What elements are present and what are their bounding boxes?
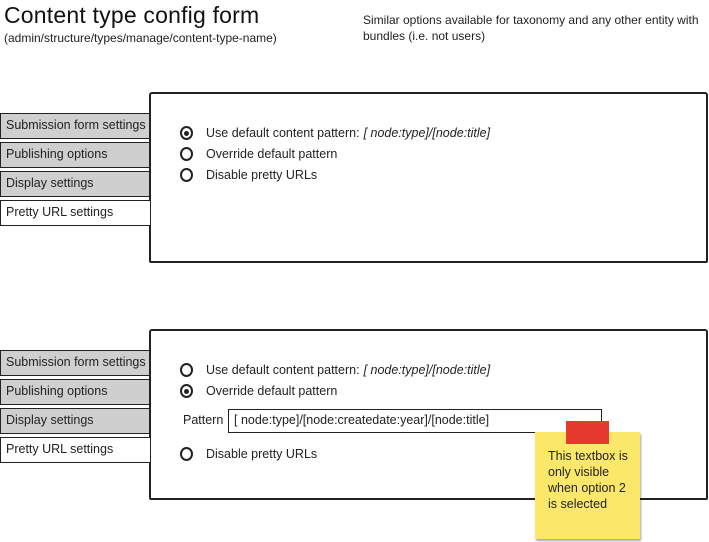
tab-pretty-url-settings[interactable]: Pretty URL settings [0,200,150,226]
radio-button[interactable] [180,147,193,161]
default-pattern-value: [ node:type]/[node:title] [363,363,491,377]
annotation-note: Similar options available for taxonomy a… [363,13,699,43]
tab-publishing-options[interactable]: Publishing options [0,379,150,405]
tab-publishing-options[interactable]: Publishing options [0,142,150,168]
option-label: Use default content pattern: [206,363,360,377]
radio-button-checked[interactable] [180,384,193,398]
tab-display-settings[interactable]: Display settings [0,408,150,434]
option-label: Override default pattern [206,384,338,398]
radio-button[interactable] [180,447,193,461]
page-subtitle: (admin/structure/types/manage/content-ty… [4,31,277,45]
tape-strip [566,421,609,444]
option-override-pattern[interactable]: Override default pattern [180,382,337,400]
pattern-label: Pattern [183,413,224,427]
radio-button-checked[interactable] [180,126,193,140]
option-disable-pretty-urls[interactable]: Disable pretty URLs [180,445,317,463]
tab-pretty-url-settings[interactable]: Pretty URL settings [0,437,150,463]
option-override-pattern[interactable]: Override default pattern [180,145,337,163]
radio-button[interactable] [180,363,193,377]
option-label: Disable pretty URLs [206,447,318,461]
tab-display-settings[interactable]: Display settings [0,171,150,197]
option-disable-pretty-urls[interactable]: Disable pretty URLs [180,166,317,184]
pattern-input[interactable]: [ node:type]/[node:createdate:year]/[nod… [228,409,602,433]
option-default-pattern[interactable]: Use default content pattern: [ node:type… [180,124,490,142]
tab-submission-form-settings[interactable]: Submission form settings [0,350,150,376]
page-title: Content type config form [4,2,260,28]
default-pattern-value: [ node:type]/[node:title] [363,126,491,140]
settings-panel-1 [149,92,708,263]
option-label: Disable pretty URLs [206,168,318,182]
option-label: Use default content pattern: [206,126,360,140]
sticky-note: This textbox is only visible when option… [535,432,640,539]
option-label: Override default pattern [206,147,338,161]
option-default-pattern[interactable]: Use default content pattern: [ node:type… [180,361,490,379]
radio-button[interactable] [180,168,193,182]
tab-submission-form-settings[interactable]: Submission form settings [0,113,150,139]
